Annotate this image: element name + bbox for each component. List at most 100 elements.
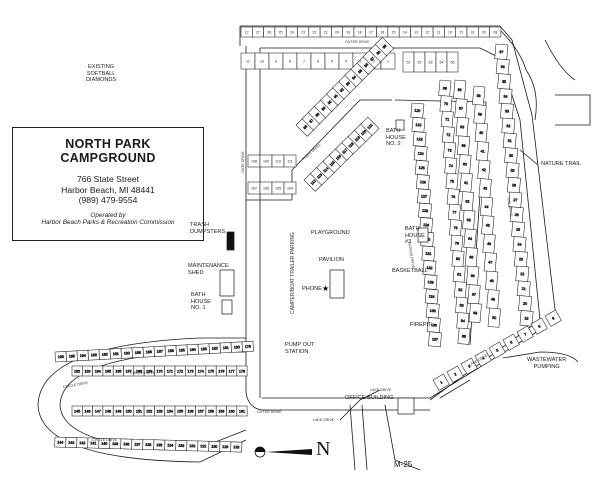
campsite-inner-col-2: 70 — [439, 95, 453, 113]
campsite-number: 31 — [471, 30, 475, 34]
road-gate: GATE DRIVE — [240, 151, 245, 173]
svg-text:138: 138 — [123, 442, 129, 446]
svg-text:38: 38 — [476, 94, 480, 98]
m25-road-1 — [349, 404, 356, 471]
campsite-number: 21 — [459, 30, 463, 34]
campsite-inner-col-1: 125 — [414, 159, 429, 176]
svg-text:157: 157 — [198, 409, 204, 413]
campsite-col-right: 23 — [514, 250, 528, 268]
campsite-col-right: 22 — [515, 265, 530, 283]
svg-text:98: 98 — [376, 50, 382, 56]
campsite-circle-top: 187 — [153, 345, 166, 357]
svg-text:134: 134 — [428, 294, 434, 299]
svg-text:93: 93 — [345, 81, 351, 87]
campsite-bottom-row: 2 — [446, 365, 464, 383]
campsite-inner-col-2: 80 — [451, 250, 465, 268]
outer-drive-inner-edge — [260, 47, 501, 59]
svg-text:50: 50 — [492, 316, 496, 320]
campsite-inner-col-2: 83 — [455, 296, 469, 314]
campsite-number: 20 — [335, 30, 339, 34]
campsite-circle-bottom: 128 — [230, 441, 243, 453]
svg-text:62: 62 — [465, 199, 469, 203]
campsite-number: 108 — [251, 159, 257, 163]
campsite-number: 110 — [275, 159, 281, 163]
svg-text:164: 164 — [95, 369, 101, 373]
campsite-circle-bottom: 140 — [98, 437, 111, 449]
svg-text:153: 153 — [157, 409, 163, 413]
svg-text:80: 80 — [456, 257, 460, 261]
svg-text:147: 147 — [95, 409, 101, 413]
svg-text:191: 191 — [113, 352, 119, 356]
svg-text:193: 193 — [91, 353, 97, 357]
campsite-col-right: 26 — [509, 206, 524, 223]
svg-text:192: 192 — [102, 352, 108, 356]
campsite-col-3: 56 — [453, 79, 467, 100]
campsite-number: 6 — [317, 59, 319, 63]
campsite-circle-bottom: 136 — [142, 439, 155, 451]
firepit-label: FIREPIT — [410, 322, 432, 328]
svg-text:120: 120 — [360, 129, 367, 136]
svg-text:188: 188 — [146, 350, 152, 354]
campsite-number: 53 — [429, 60, 433, 64]
svg-text:44: 44 — [484, 205, 488, 209]
campsite-number: 104 — [287, 186, 293, 190]
svg-text:127: 127 — [421, 194, 427, 199]
campsite-col-3: 58 — [455, 116, 469, 137]
svg-text:36: 36 — [501, 65, 505, 69]
campsite-col-4: 50 — [487, 307, 501, 328]
campground-name-line2: CAMPGROUND — [60, 151, 156, 165]
svg-text:1: 1 — [439, 380, 443, 384]
campsite-col-3: 57 — [454, 98, 468, 119]
svg-text:117: 117 — [341, 148, 348, 155]
svg-text:158: 158 — [208, 409, 214, 413]
campsite-inner-col-2: 75 — [445, 172, 459, 190]
campsite-number: 107 — [251, 186, 257, 190]
campsite-circle-top: 194 — [76, 349, 89, 362]
campsite-number: 5 — [331, 59, 333, 63]
pavilion-label: PAVILION — [319, 257, 344, 263]
campsite-l-block-bottom — [283, 181, 297, 195]
campsite-lower-diag: 121 — [360, 116, 380, 136]
campsite-inner-col-1: 122 — [411, 117, 426, 133]
svg-text:169: 169 — [146, 369, 152, 373]
campsite-circle-mid: 174 — [195, 365, 207, 377]
svg-text:142: 142 — [79, 441, 85, 445]
lake-drive-segment — [439, 379, 471, 399]
svg-text:8: 8 — [537, 324, 541, 328]
campsite-circle-mid2: 148 — [102, 405, 114, 417]
campsite-inner-col-1: 137 — [428, 331, 442, 348]
campsite-circle-bottom: 134 — [164, 439, 177, 451]
svg-text:143: 143 — [68, 441, 74, 445]
svg-text:77: 77 — [452, 210, 456, 214]
campsite-number: 111 — [287, 159, 292, 163]
svg-text:144: 144 — [57, 440, 63, 444]
svg-text:149: 149 — [115, 409, 121, 413]
svg-text:146: 146 — [84, 409, 90, 413]
svg-text:32: 32 — [506, 124, 510, 128]
svg-text:128: 128 — [233, 445, 239, 449]
svg-text:135: 135 — [430, 309, 436, 314]
campsite-bottom-row: 7 — [516, 325, 534, 343]
campsite-number: 11 — [437, 30, 441, 34]
commission-name: Harbor Beach Parks & Recreation Commissi… — [41, 219, 175, 227]
campsite-col-3: 61 — [459, 172, 473, 193]
campsite-col-4: 47 — [483, 252, 497, 273]
campsite-col-right: 31 — [502, 132, 517, 149]
svg-text:72: 72 — [446, 133, 450, 137]
campsite-number: 2 — [373, 59, 375, 63]
svg-text:94: 94 — [351, 75, 357, 81]
campsite-top-row — [489, 26, 502, 38]
campsite-col-right: 37 — [494, 43, 509, 61]
svg-text:24: 24 — [517, 242, 521, 246]
svg-text:45: 45 — [486, 223, 490, 227]
campsite-inner-col-2: 71 — [440, 110, 454, 128]
campsite-circle-mid2: 155 — [174, 405, 186, 417]
campground-name-line1: NORTH PARK — [65, 137, 151, 151]
campsite-circle-bottom: 143 — [65, 437, 78, 448]
office-building-icon — [397, 397, 415, 415]
road-circle-2: CIRCLE DRIVE — [130, 371, 156, 375]
svg-text:37: 37 — [499, 50, 503, 54]
svg-text:132: 132 — [189, 444, 195, 448]
campsite-circle-top: 183 — [197, 343, 210, 355]
office-approach — [339, 389, 381, 421]
